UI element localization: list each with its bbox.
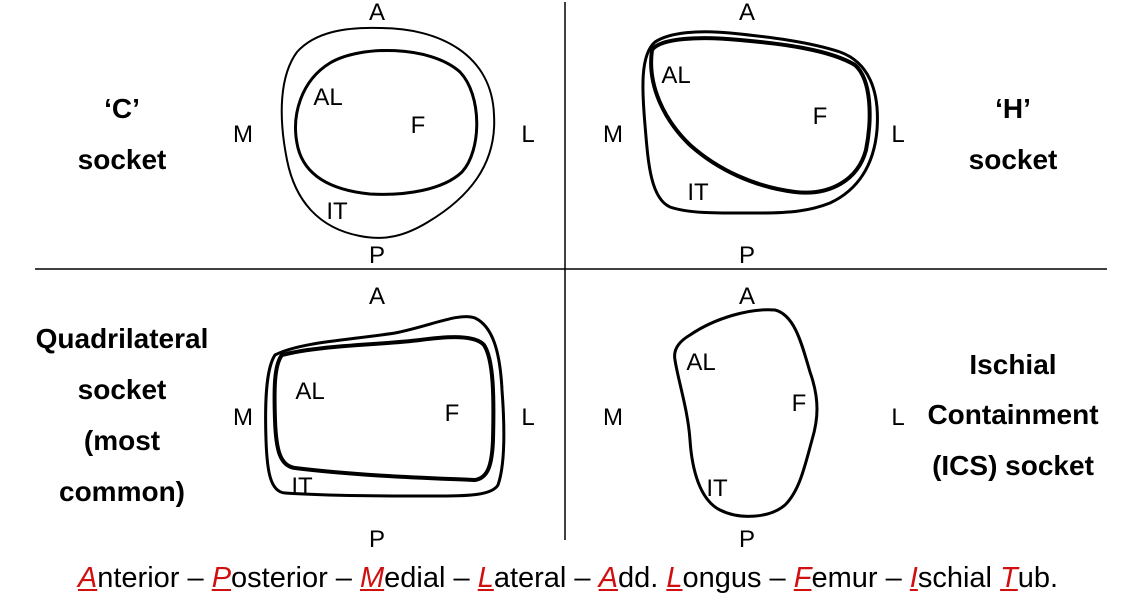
legend-term: Longus <box>666 562 761 594</box>
quad-socket-anterior-label: A <box>369 283 385 310</box>
h-socket-it-label: IT <box>687 179 709 206</box>
h-socket-inner-outline <box>649 36 872 195</box>
legend-initial: F <box>793 562 812 594</box>
c-socket-anterior-label: A <box>369 0 385 26</box>
legend-term: Lateral <box>478 562 567 594</box>
legend-initial: L <box>477 562 494 594</box>
quad-socket-outer-outline <box>264 315 506 498</box>
ics-socket-al-label: AL <box>686 349 715 376</box>
quad-socket-lateral-label: L <box>521 404 534 431</box>
ics-socket-title-line-1: Ischial <box>969 349 1056 380</box>
quad-socket-title-line-3: (most <box>84 425 160 456</box>
legend-initial: L <box>666 562 683 594</box>
c-socket-medial-label: M <box>233 121 253 148</box>
h-socket-posterior-label: P <box>739 242 755 269</box>
c-socket-inner-outline <box>294 48 479 196</box>
ics-socket-posterior-label: P <box>739 526 755 553</box>
legend-word-rest: ub. <box>1017 562 1059 594</box>
h-socket-title-line-1: ‘H’ <box>995 93 1031 124</box>
quadrilateral-socket-quadrant: Quadrilateral socket (most common) A P M… <box>36 283 535 553</box>
legend-term: Tub. <box>1000 562 1058 594</box>
legend-term: Add. <box>599 562 667 594</box>
c-socket-quadrant: ‘C’ socket A P M L AL F IT <box>78 0 535 269</box>
h-socket-f-label: F <box>813 103 828 130</box>
legend-term: Ischial <box>910 562 1000 594</box>
legend-word-rest: osterior <box>231 562 328 594</box>
legend-separator: – <box>179 562 212 594</box>
legend-term: Posterior <box>212 562 328 594</box>
legend-separator: – <box>327 562 360 594</box>
h-socket-title-line-2: socket <box>969 144 1058 175</box>
legend-word-rest: ongus <box>682 562 762 594</box>
legend-word-rest: dd. <box>617 562 667 594</box>
legend-term: Femur <box>794 562 878 594</box>
h-socket-anterior-label: A <box>739 0 755 26</box>
h-socket-quadrant: ‘H’ socket A P M L AL F IT <box>603 0 1057 269</box>
legend-initial: I <box>909 562 918 594</box>
ics-socket-f-label: F <box>792 390 807 417</box>
legend-word-rest: edial <box>384 562 446 594</box>
quad-socket-it-label: IT <box>291 473 313 500</box>
c-socket-posterior-label: P <box>369 242 385 269</box>
quad-socket-title-line-1: Quadrilateral <box>36 323 209 354</box>
legend-separator: – <box>761 562 794 594</box>
ics-socket-title-line-2: Containment <box>927 399 1098 430</box>
c-socket-it-label: IT <box>326 198 348 225</box>
legend-word-rest: ateral <box>493 562 567 594</box>
legend-initial: P <box>211 562 232 594</box>
quad-socket-posterior-label: P <box>369 526 385 553</box>
legend-word-rest: schial <box>917 562 1001 594</box>
legend-term: Anterior <box>78 562 180 594</box>
c-socket-outer-outline <box>280 26 496 239</box>
h-socket-medial-label: M <box>603 121 623 148</box>
quad-socket-title-line-4: common) <box>59 476 185 507</box>
socket-diagram: ‘C’ socket A P M L AL F IT ‘H’ socket A … <box>35 0 1107 553</box>
legend-initial: A <box>598 562 618 594</box>
h-socket-al-label: AL <box>661 62 690 89</box>
quad-socket-al-label: AL <box>295 378 324 405</box>
c-socket-f-label: F <box>411 112 426 139</box>
legend-word-rest: nterior <box>97 562 180 594</box>
quad-socket-inner-outline <box>272 335 496 482</box>
legend-separator: – <box>445 562 478 594</box>
c-socket-title-line-1: ‘C’ <box>104 93 140 124</box>
ics-socket-lateral-label: L <box>891 404 904 431</box>
c-socket-al-label: AL <box>313 84 342 111</box>
legend-separator: – <box>877 562 910 594</box>
quad-socket-medial-label: M <box>233 404 253 431</box>
h-socket-outer-outline <box>641 30 879 215</box>
legend-initial: A <box>77 562 98 594</box>
legend-separator: – <box>566 562 599 594</box>
quad-socket-title-line-2: socket <box>78 374 167 405</box>
legend-initial: M <box>359 562 385 594</box>
ics-socket-outline <box>673 308 819 518</box>
quad-socket-f-label: F <box>445 400 460 427</box>
legend-word-rest: emur <box>811 562 878 594</box>
ics-socket-quadrant: Ischial Containment (ICS) socket A P M L… <box>603 283 1099 553</box>
ics-socket-it-label: IT <box>706 475 728 502</box>
abbreviation-legend: Anterior – Posterior – Medial – Lateral … <box>0 562 1136 595</box>
h-socket-lateral-label: L <box>891 121 904 148</box>
c-socket-lateral-label: L <box>521 121 534 148</box>
c-socket-title-line-2: socket <box>78 144 167 175</box>
legend-initial: T <box>1000 562 1018 594</box>
ics-socket-medial-label: M <box>603 404 623 431</box>
legend-term: Medial <box>360 562 445 594</box>
ics-socket-anterior-label: A <box>739 283 755 310</box>
ics-socket-title-line-3: (ICS) socket <box>932 450 1094 481</box>
